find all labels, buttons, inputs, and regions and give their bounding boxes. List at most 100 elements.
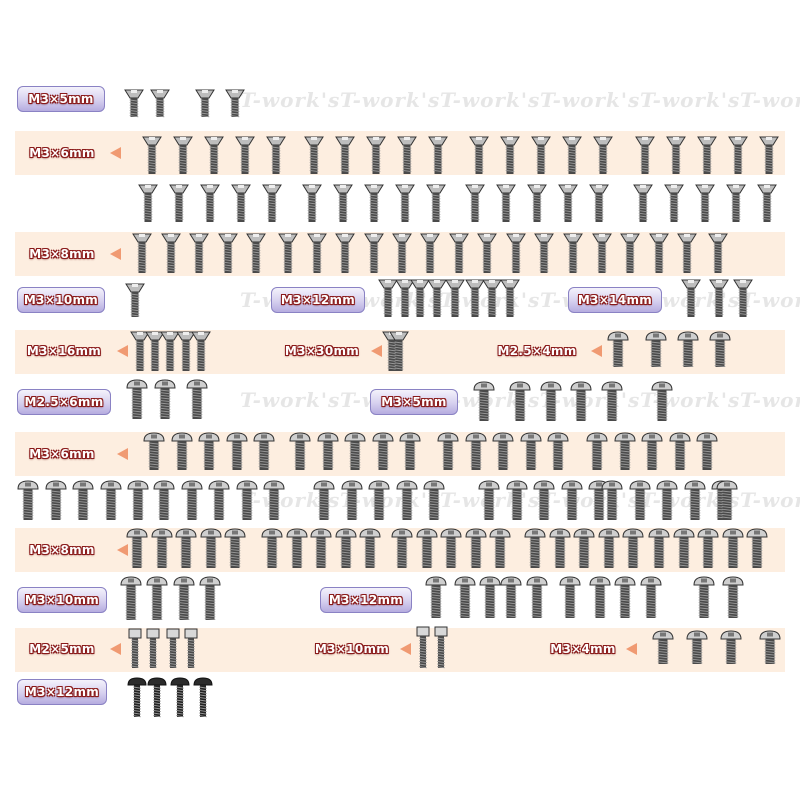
flat-head-screw-icon xyxy=(589,184,609,222)
label-m3x10-button: M3×10mm xyxy=(17,587,107,613)
button-head-screw-icon xyxy=(120,576,142,620)
flat-head-screw-icon xyxy=(335,233,355,273)
hex-head-screw-icon xyxy=(128,628,142,668)
button-head-screw-icon xyxy=(359,528,381,568)
flat-head-screw-icon xyxy=(200,184,220,222)
button-head-screw-icon xyxy=(208,480,230,520)
flat-head-screw-icon xyxy=(235,136,255,174)
button-head-screw-icon xyxy=(225,432,248,470)
button-head-screw-icon xyxy=(186,379,208,419)
button-head-screw-icon xyxy=(479,576,501,618)
flat-head-screw-icon xyxy=(534,233,554,273)
flat-head-screw-icon xyxy=(363,233,384,273)
flat-head-screw-icon xyxy=(500,279,520,317)
label-m2-5x6: M2.5×6mm xyxy=(17,389,111,415)
watermark-text: T-work's xyxy=(540,88,641,112)
flat-head-screw-icon xyxy=(378,279,398,317)
flat-head-screw-icon xyxy=(124,89,144,118)
flat-head-screw-icon xyxy=(428,136,448,174)
label-m3x4: M3×4mm xyxy=(550,642,616,656)
button-head-screw-icon xyxy=(126,528,148,568)
label-m3x8-button: M3×8mm xyxy=(29,543,95,557)
button-head-screw-icon xyxy=(235,480,258,520)
flat-head-screw-icon xyxy=(302,184,322,222)
button-head-screw-icon xyxy=(313,480,335,520)
button-head-screw-icon xyxy=(146,576,168,620)
button-head-screw-icon xyxy=(614,576,636,618)
button-head-screw-icon xyxy=(72,480,94,520)
flat-head-screw-icon xyxy=(695,184,715,222)
arrow-icon xyxy=(110,248,121,260)
button-head-screw-icon xyxy=(454,576,476,618)
button-head-screw-icon xyxy=(622,528,644,568)
button-head-screw-icon xyxy=(316,432,339,470)
button-head-screw-icon xyxy=(199,528,222,568)
button-head-screw-icon xyxy=(652,630,674,664)
button-head-screw-icon xyxy=(253,432,275,470)
watermark-text: T-work's xyxy=(640,88,741,112)
flat-head-screw-icon xyxy=(500,136,520,174)
flat-head-screw-icon xyxy=(648,233,669,273)
watermark-text: T-work's xyxy=(440,88,541,112)
flat-head-screw-icon xyxy=(392,233,412,273)
flat-head-screw-icon xyxy=(733,279,753,317)
button-head-screw-icon xyxy=(44,480,67,520)
button-head-screw-icon xyxy=(437,432,459,470)
label-m3x6-flat: M3×6mm xyxy=(29,146,95,160)
flat-head-screw-icon xyxy=(173,136,193,174)
button-head-screw-icon xyxy=(597,528,620,568)
flat-head-screw-icon xyxy=(142,136,162,174)
button-head-screw-icon xyxy=(150,528,173,568)
button-head-screw-icon xyxy=(310,528,332,568)
button-head-screw-icon xyxy=(668,432,691,470)
button-head-screw-icon xyxy=(628,480,651,520)
flat-head-screw-icon xyxy=(562,136,582,174)
arrow-icon xyxy=(110,147,121,159)
arrow-icon xyxy=(626,643,637,655)
button-head-screw-icon xyxy=(489,528,511,568)
flat-head-screw-icon xyxy=(160,331,180,371)
flat-head-screw-icon xyxy=(496,184,516,222)
flat-head-screw-icon xyxy=(505,233,526,273)
button-head-screw-icon xyxy=(720,630,742,664)
flat-head-screw-icon xyxy=(189,233,209,273)
flat-head-screw-icon xyxy=(397,136,417,174)
flat-head-screw-icon xyxy=(306,233,327,273)
flat-head-screw-icon xyxy=(426,184,446,222)
flat-head-screw-icon xyxy=(217,233,238,273)
button-head-screw-icon xyxy=(199,576,221,620)
watermark-text: T-work's xyxy=(740,488,800,512)
label-m2x5: M2×5mm xyxy=(29,642,95,656)
button-head-screw-icon xyxy=(672,528,695,568)
watermark-text: T-work's xyxy=(740,288,800,312)
flat-head-screw-icon xyxy=(335,136,355,174)
button-head-screw-icon xyxy=(640,576,662,618)
flat-head-screw-icon xyxy=(231,184,251,222)
button-head-screw-icon xyxy=(677,331,699,368)
flat-head-screw-icon xyxy=(389,331,409,371)
flat-head-screw-icon xyxy=(145,331,165,371)
flat-head-screw-icon xyxy=(709,279,729,317)
flat-head-screw-icon xyxy=(364,184,384,222)
flat-head-screw-icon xyxy=(130,331,150,371)
flat-head-screw-icon xyxy=(726,184,746,222)
button-head-screw-icon xyxy=(645,331,667,368)
button-head-screw-icon xyxy=(180,480,203,520)
button-head-screw-icon xyxy=(395,480,418,520)
button-head-screw-icon xyxy=(505,480,528,520)
button-head-screw-icon xyxy=(415,528,438,568)
flat-head-screw-icon xyxy=(410,279,430,317)
flat-head-screw-icon xyxy=(757,184,777,222)
button-head-screw-icon xyxy=(425,576,447,618)
button-head-screw-icon xyxy=(548,528,571,568)
flat-head-screw-icon xyxy=(125,283,145,317)
button-head-screw-icon xyxy=(656,480,678,520)
flat-head-screw-icon xyxy=(593,136,613,174)
flat-head-screw-icon xyxy=(620,233,640,273)
flat-head-screw-icon xyxy=(445,279,465,317)
button-head-screw-icon xyxy=(613,432,636,470)
flat-head-screw-icon xyxy=(266,136,286,174)
button-head-screw-icon xyxy=(559,576,581,618)
button-head-screw-icon xyxy=(686,630,708,664)
flat-head-screw-icon xyxy=(591,233,612,273)
